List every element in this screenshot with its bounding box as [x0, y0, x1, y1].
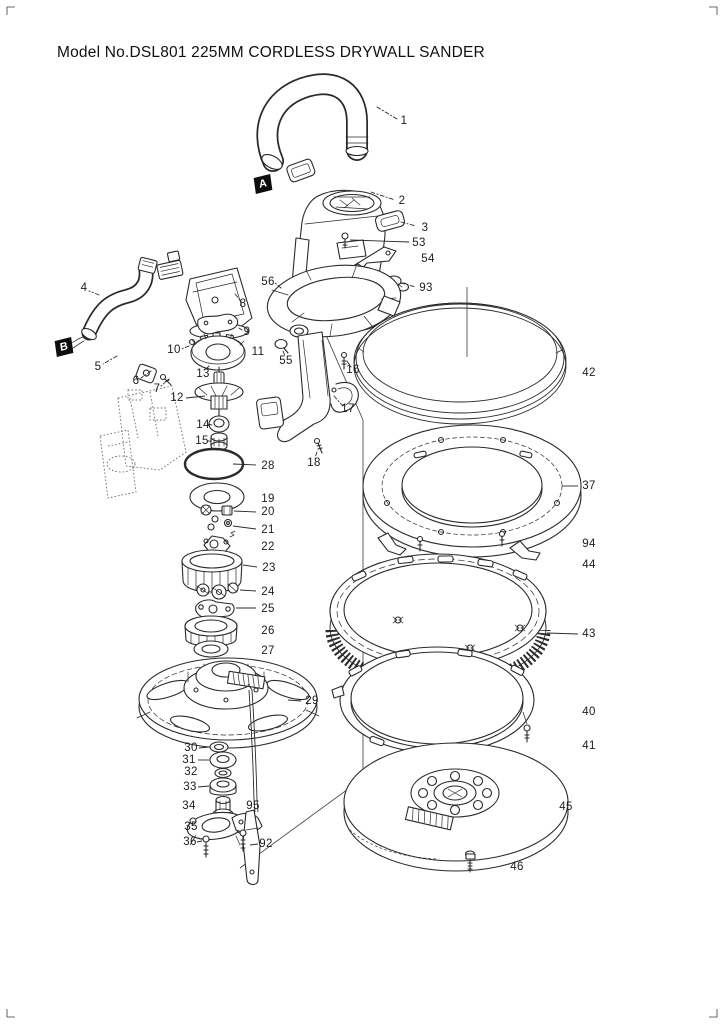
- part-25-carrier: [195, 599, 235, 619]
- part-56-loop-frame: [266, 264, 402, 338]
- part-16-screw: [340, 351, 348, 370]
- part-19-washer: [189, 482, 245, 512]
- callout-8: 8: [239, 298, 247, 310]
- part-53-screw: [341, 232, 349, 249]
- corner-marks: [6, 6, 718, 1018]
- part-14-bearing: [208, 415, 230, 433]
- callout-37: 37: [582, 480, 596, 492]
- callout-19: 19: [261, 493, 275, 505]
- callout-55: 55: [279, 355, 293, 367]
- callout-20: 20: [261, 506, 275, 518]
- callout-46: 46: [510, 861, 524, 873]
- callout-3: 3: [421, 222, 429, 234]
- part-94-clips-screws: [377, 530, 541, 561]
- part-7-screw: [159, 373, 172, 386]
- callout-95: 95: [246, 800, 260, 812]
- part-32-ring: [214, 767, 232, 779]
- callout-23: 23: [262, 562, 276, 574]
- callout-32: 32: [184, 766, 198, 778]
- part-46-screw: [464, 850, 476, 873]
- ghost-assembly: [99, 385, 187, 499]
- callout-17: 17: [341, 403, 355, 415]
- part-21-pin-set: [207, 518, 233, 531]
- part-43-brush-ring: [325, 553, 551, 693]
- part-45-backing-pad: [343, 742, 569, 872]
- callout-28: 28: [261, 460, 275, 472]
- callout-29: 29: [305, 695, 319, 707]
- callout-56: 56: [261, 276, 275, 288]
- part-29-pad-holder: [136, 657, 320, 749]
- callout-93: 93: [419, 282, 433, 294]
- callout-5: 5: [94, 361, 102, 373]
- part-13-stator: [190, 332, 246, 371]
- part-41-screw: [522, 711, 531, 743]
- part-55-nozzle: [274, 338, 289, 354]
- part-40-clamp-ring: [331, 646, 535, 755]
- part-37-ring-plate: [362, 424, 582, 558]
- callout-27: 27: [261, 645, 275, 657]
- callout-16: 16: [346, 364, 360, 376]
- callout-34: 34: [182, 800, 196, 812]
- callout-2: 2: [398, 195, 406, 207]
- part-9-gasket: [197, 313, 239, 335]
- callout-94: 94: [582, 538, 596, 550]
- callout-30: 30: [184, 742, 198, 754]
- part-18-screw: [313, 437, 323, 454]
- part-12-armature: [194, 366, 244, 419]
- callout-6: 6: [132, 375, 140, 387]
- part-23-internal-gear: [181, 549, 243, 593]
- callout-13: 13: [196, 368, 210, 380]
- callout-26: 26: [261, 625, 275, 637]
- part-1-dust-hose: [256, 73, 369, 172]
- part-92-lever: [231, 809, 263, 886]
- page-title: Model No.DSL801 225MM CORDLESS DRYWALL S…: [57, 44, 485, 61]
- callout-21: 21: [261, 524, 275, 536]
- part-27-ring: [193, 640, 229, 658]
- callout-45: 45: [559, 801, 573, 813]
- callout-54: 54: [421, 253, 435, 265]
- part-15-pinion: [210, 432, 228, 451]
- callout-36: 36: [183, 836, 197, 848]
- part-3-vent-cover: [374, 210, 406, 232]
- callout-7: 7: [153, 383, 161, 395]
- part-30-ring: [209, 741, 229, 753]
- callout-10: 10: [167, 344, 181, 356]
- part-42-band-ring: [353, 302, 567, 425]
- callout-14: 14: [196, 419, 210, 431]
- callout-9: 9: [243, 326, 251, 338]
- callout-25: 25: [261, 603, 275, 615]
- callout-43: 43: [582, 628, 596, 640]
- callout-33: 33: [183, 781, 197, 793]
- callout-11: 11: [251, 346, 265, 358]
- part-31-bearing: [209, 751, 237, 769]
- part-17-elbow-duct: [255, 331, 359, 443]
- callout-41: 41: [582, 740, 596, 752]
- callout-53: 53: [412, 237, 426, 249]
- part-33-bearing: [209, 777, 237, 796]
- callout-12: 12: [170, 392, 184, 404]
- part-44-clips: [351, 555, 528, 652]
- callout-18: 18: [307, 457, 321, 469]
- callout-15: 15: [195, 435, 209, 447]
- part-20-nut-set: [200, 504, 233, 523]
- callout-22: 22: [261, 541, 275, 553]
- callout-42: 42: [582, 367, 596, 379]
- callout-4: 4: [80, 282, 88, 294]
- callout-31: 31: [182, 754, 196, 766]
- part-35-bracket-plate: [186, 811, 246, 846]
- part-24-planet-gears: [196, 582, 239, 600]
- part-95-rod: [247, 683, 259, 813]
- callout-1: 1: [400, 115, 408, 127]
- callout-35: 35: [184, 821, 198, 833]
- part-4-hose: [67, 256, 158, 350]
- part-36-screw: [202, 835, 210, 858]
- callout-24: 24: [261, 586, 275, 598]
- callout-92: 92: [259, 838, 273, 850]
- callout-40: 40: [582, 706, 596, 718]
- leader-lines: [88, 106, 579, 846]
- callout-44: 44: [582, 559, 596, 571]
